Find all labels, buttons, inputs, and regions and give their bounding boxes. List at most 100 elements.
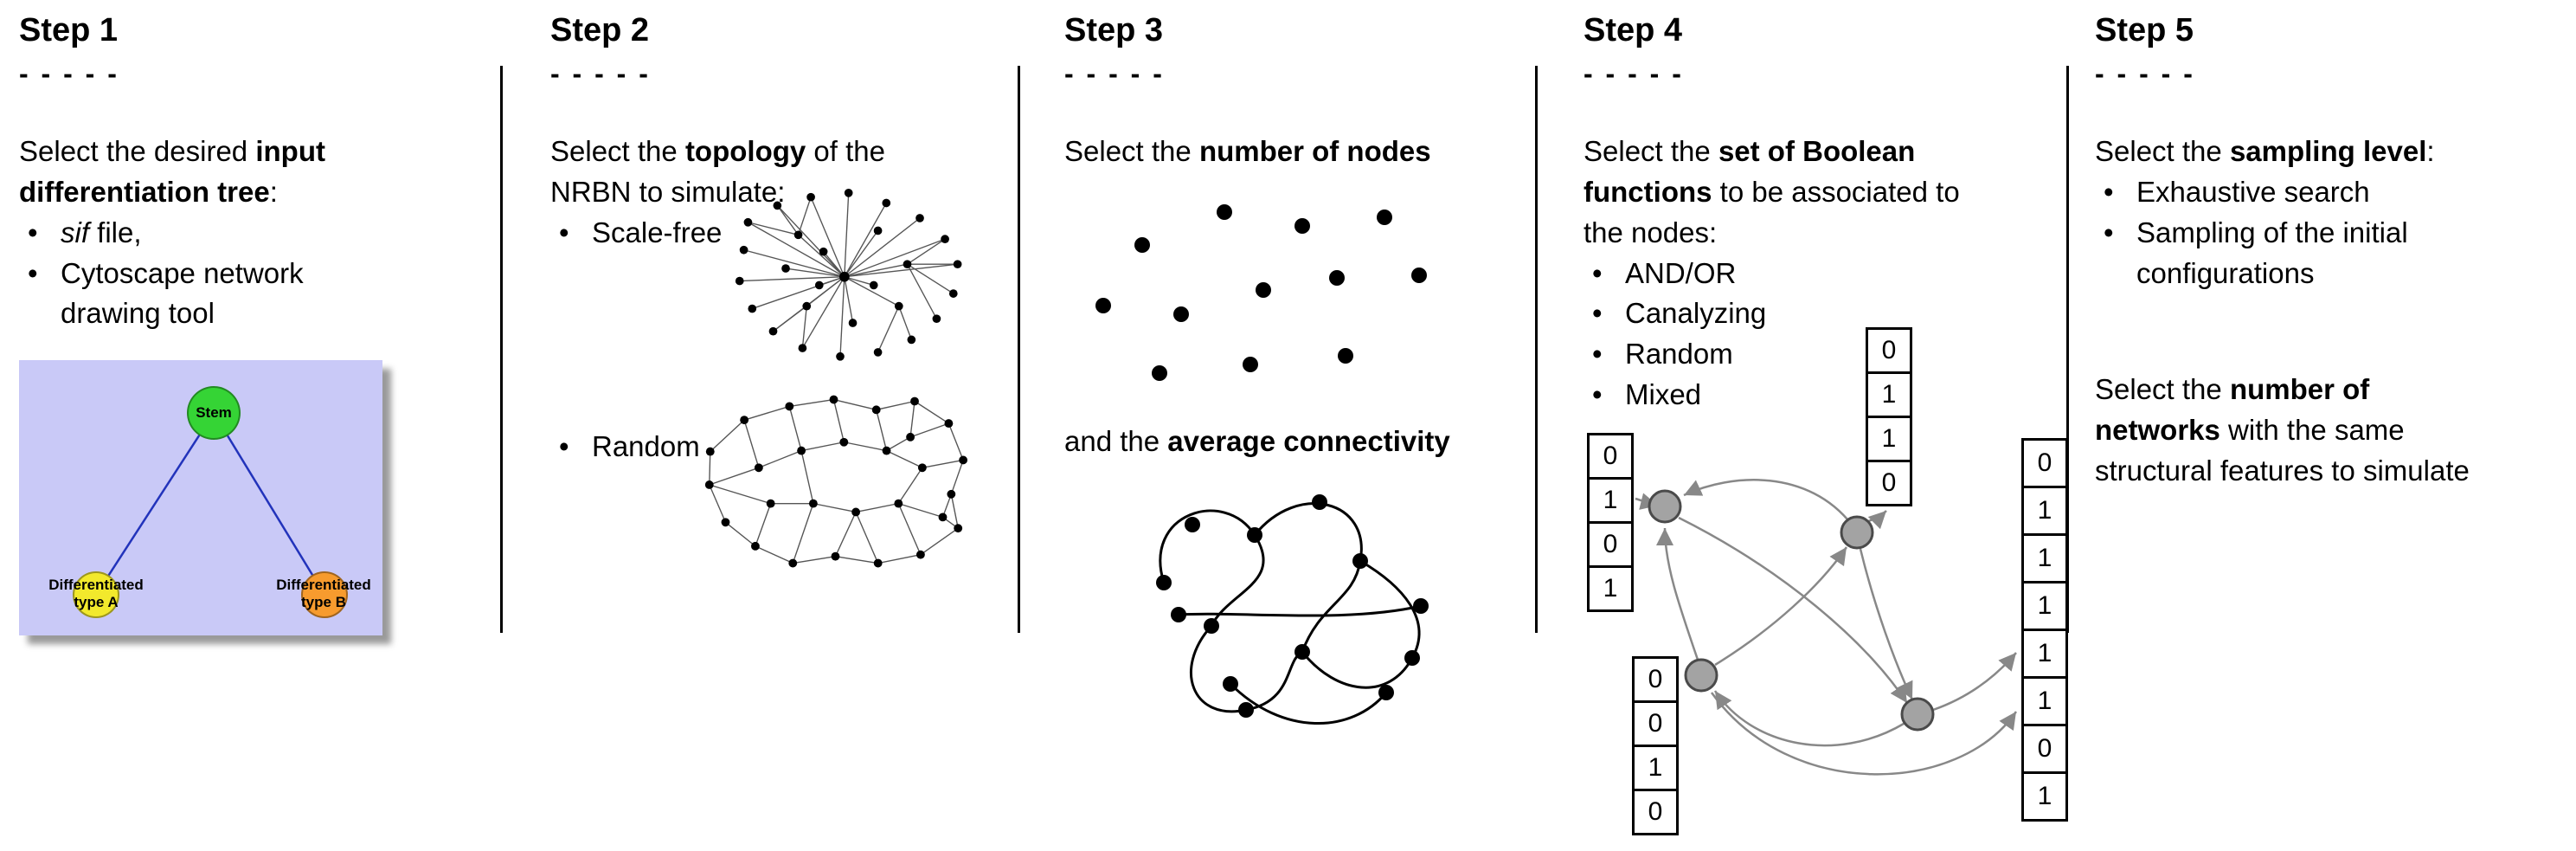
step-5-text-post: : xyxy=(2426,135,2435,167)
boolean-node-1 xyxy=(1648,489,1682,524)
step-5-text2-bold: number of networks xyxy=(2095,373,2370,447)
truth-table-cell: 1 xyxy=(1866,416,1912,462)
bullet-item-canalyzing: Canalyzing xyxy=(1584,293,2058,334)
truth-table-cell: 0 xyxy=(1632,700,1679,747)
step-3-description: Select the number of nodes xyxy=(1064,132,1532,172)
step-5-bullet-list: Exhaustive search Sampling of the initia… xyxy=(2095,172,2576,294)
scale-free-label: Scale-free xyxy=(592,216,723,248)
random-fn-label: Random xyxy=(1625,338,1733,371)
step-5-dashed-separator: - - - - - xyxy=(2095,58,2195,89)
bullet-item-exhaustive: Exhaustive search xyxy=(2095,172,2576,213)
step-4-description: Select the set of Boolean functions to b… xyxy=(1584,132,2058,254)
step-5-title: Step 5 xyxy=(2095,12,2194,48)
truth-table-cell: 0 xyxy=(1587,433,1634,480)
cytoscape-rest: Cytoscape network drawing tool xyxy=(61,256,304,330)
step-4-dashed-separator: - - - - - xyxy=(1584,58,1684,89)
sampling-label: Sampling of the initial configurations xyxy=(2136,216,2408,289)
step-2-title: Step 2 xyxy=(550,12,650,48)
differentiated-type-a-node xyxy=(73,571,119,619)
truth-table-cell: 0 xyxy=(1866,327,1912,374)
step-1-text-post: : xyxy=(269,175,278,208)
boolean-network-figure: 0 1 0 1 0 1 1 0 0 0 1 0 0 1 1 1 xyxy=(1578,320,2080,851)
truth-table-cell: 0 xyxy=(2021,724,2068,774)
stem-node-label: Stem xyxy=(196,404,232,422)
truth-table-top: 0 1 1 0 xyxy=(1866,327,1912,506)
step-3-text-bold: number of nodes xyxy=(1198,135,1431,167)
step-5-text2-pre: Select the xyxy=(2095,373,2230,406)
tree-edges xyxy=(94,412,326,596)
step-5-text2-post: with the same structural features to sim… xyxy=(2095,414,2470,487)
step-5-description: Select the sampling level: xyxy=(2095,132,2576,172)
truth-table-cell: 0 xyxy=(1632,656,1679,703)
truth-table-cell: 1 xyxy=(1587,477,1634,524)
bullet-item-and-or: AND/OR xyxy=(1584,254,2058,294)
truth-table-cell: 1 xyxy=(2021,533,2068,583)
step-4-column: Step 4 - - - - - Select the set of Boole… xyxy=(1584,12,2068,835)
truth-table-cell: 1 xyxy=(1587,565,1634,612)
step-1-title: Step 1 xyxy=(19,12,119,48)
bullet-item-mixed: Mixed xyxy=(1584,375,2058,416)
truth-table-cell: 1 xyxy=(2021,629,2068,679)
truth-table-right: 0 1 1 1 1 1 0 1 xyxy=(2021,438,2068,822)
step-2-text-post: of the NRBN to simulate: xyxy=(550,135,885,208)
step-3-text-pre: Select the xyxy=(1064,135,1199,167)
differentiation-tree-figure: Stem Differentiated type A Differentiate… xyxy=(19,360,382,636)
step-5-description-2: Select the number of networks with the s… xyxy=(2095,370,2576,492)
step-2-text-pre: Select the xyxy=(550,135,685,167)
step-2-column: Step 2 - - - - - Select the topology of … xyxy=(550,12,1007,568)
scale-free-network-figure xyxy=(735,189,962,361)
boolean-node-2 xyxy=(1840,515,1874,550)
step-3-text2-bold: average connectivity xyxy=(1167,424,1450,457)
step-5-text-bold: sampling level xyxy=(2229,135,2427,167)
truth-table-cell: 0 xyxy=(1587,521,1634,568)
bullet-item-sif-file: sif file, xyxy=(19,213,491,254)
step-2-bullet-list: Scale-free Random xyxy=(550,213,1007,467)
step-5-text-pre: Select the xyxy=(2095,135,2230,167)
step-1-dashed-separator: - - - - - xyxy=(19,58,119,89)
step-4-title: Step 4 xyxy=(1584,12,1683,48)
step-2-text-bold: topology xyxy=(684,135,806,167)
bullet-item-random: Random xyxy=(550,427,1007,467)
random-label: Random xyxy=(592,429,700,462)
step-1-bullet-list: sif file, Cytoscape network drawing tool xyxy=(19,213,491,335)
mixed-label: Mixed xyxy=(1625,378,1702,411)
boolean-node-3 xyxy=(1684,658,1718,693)
step-1-description: Select the desired input differentiation… xyxy=(19,132,491,213)
truth-table-cell: 0 xyxy=(2021,438,2068,488)
truth-table-cell: 1 xyxy=(2021,581,2068,631)
sif-italic: sif xyxy=(61,216,89,248)
truth-table-bottom: 0 0 1 0 xyxy=(1632,656,1679,835)
bullet-item-random-fn: Random xyxy=(1584,334,2058,375)
step-4-bullet-list: AND/OR Canalyzing Random Mixed xyxy=(1584,254,2058,416)
column-divider-1 xyxy=(500,66,503,633)
step-4-text-bold: set of Boolean functions xyxy=(1584,135,1916,208)
sif-rest: file, xyxy=(89,216,142,248)
stem-node xyxy=(187,386,241,441)
truth-table-cell: 1 xyxy=(1866,371,1912,418)
bullet-item-sampling: Sampling of the initial configurations xyxy=(2095,213,2576,294)
step-5-column: Step 5 - - - - - Select the sampling lev… xyxy=(2095,12,2576,492)
step-1-column: Step 1 - - - - - Select the desired inpu… xyxy=(19,12,491,636)
step-2-description: Select the topology of the NRBN to simul… xyxy=(550,132,1007,213)
step-1-text-bold: input differentiation tree xyxy=(19,135,325,208)
column-divider-4 xyxy=(2066,66,2069,633)
bullet-item-cytoscape: Cytoscape network drawing tool xyxy=(19,254,491,335)
random-network-figure xyxy=(704,395,968,568)
truth-table-cell: 1 xyxy=(2021,486,2068,536)
step-3-text2-pre: and the xyxy=(1064,424,1168,457)
connectivity-network-figure xyxy=(1156,493,1429,725)
column-divider-3 xyxy=(1535,66,1538,633)
step-2-dashed-separator: - - - - - xyxy=(550,58,651,89)
bullet-item-scale-free: Scale-free xyxy=(550,213,1007,254)
truth-table-cell: 1 xyxy=(2021,771,2068,822)
canalyzing-label: Canalyzing xyxy=(1625,297,1767,330)
truth-table-cell: 0 xyxy=(1632,789,1679,835)
step-3-title: Step 3 xyxy=(1064,12,1164,48)
truth-table-cell: 1 xyxy=(2021,676,2068,726)
truth-table-left: 0 1 0 1 xyxy=(1587,433,1634,612)
step-3-column: Step 3 - - - - - Select the number of no… xyxy=(1064,12,1532,743)
truth-table-cell: 0 xyxy=(1866,460,1912,506)
step-4-text-post: to be associated to the nodes: xyxy=(1584,175,1960,248)
differentiated-type-b-node xyxy=(301,571,348,619)
